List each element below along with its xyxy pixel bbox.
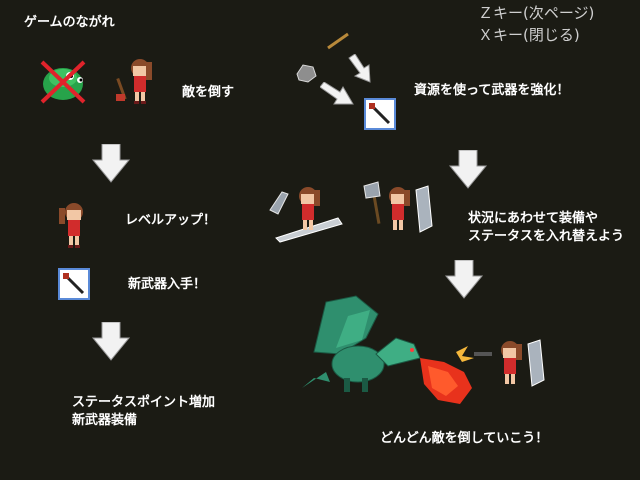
down-arrow-icon bbox=[91, 144, 131, 183]
step-equip-label: 新武器装備 bbox=[72, 413, 138, 428]
step-swap-label-line1: 状況にあわせて装備や bbox=[468, 211, 599, 226]
diagonal-arrow-icon bbox=[348, 54, 371, 83]
step-defeat-label: 敵を倒す bbox=[182, 85, 235, 100]
down-arrow-icon bbox=[91, 322, 131, 361]
next-page-hint[interactable]: Ｚキー(次ページ) bbox=[478, 4, 595, 22]
page-title: ゲームのながれ bbox=[24, 15, 115, 30]
step-resource-label: 資源を使って武器を強化！ bbox=[414, 83, 570, 98]
heroine-levelup-sprite bbox=[59, 203, 83, 248]
step-finale-label: どんどん敵を倒していこう！ bbox=[380, 431, 549, 446]
step-swap-label-line2: ステータスを入れ替えよう bbox=[468, 229, 625, 244]
heroine-axe-shield-sprite bbox=[363, 181, 433, 233]
heroine-attack-sprite bbox=[116, 59, 152, 104]
down-arrow-icon bbox=[444, 260, 484, 299]
step-levelup-label: レベルアップ！ bbox=[125, 213, 217, 228]
wood-resource-icon bbox=[327, 32, 349, 50]
dragon-battle-scene bbox=[302, 295, 545, 404]
ore-resource-icon bbox=[296, 64, 317, 83]
step-status-label: ステータスポイント増加 bbox=[72, 395, 216, 410]
upgraded-weapon-icon bbox=[364, 98, 396, 130]
diagonal-arrow-icon bbox=[320, 82, 354, 105]
step-weapon-label: 新武器入手！ bbox=[128, 277, 207, 292]
down-arrow-icon bbox=[448, 150, 488, 189]
close-hint[interactable]: Ｘキー(閉じる) bbox=[478, 26, 580, 44]
heroine-sword-sprite bbox=[269, 187, 343, 243]
defeated-slime-icon bbox=[40, 60, 86, 104]
weapon-item-icon bbox=[58, 268, 90, 300]
